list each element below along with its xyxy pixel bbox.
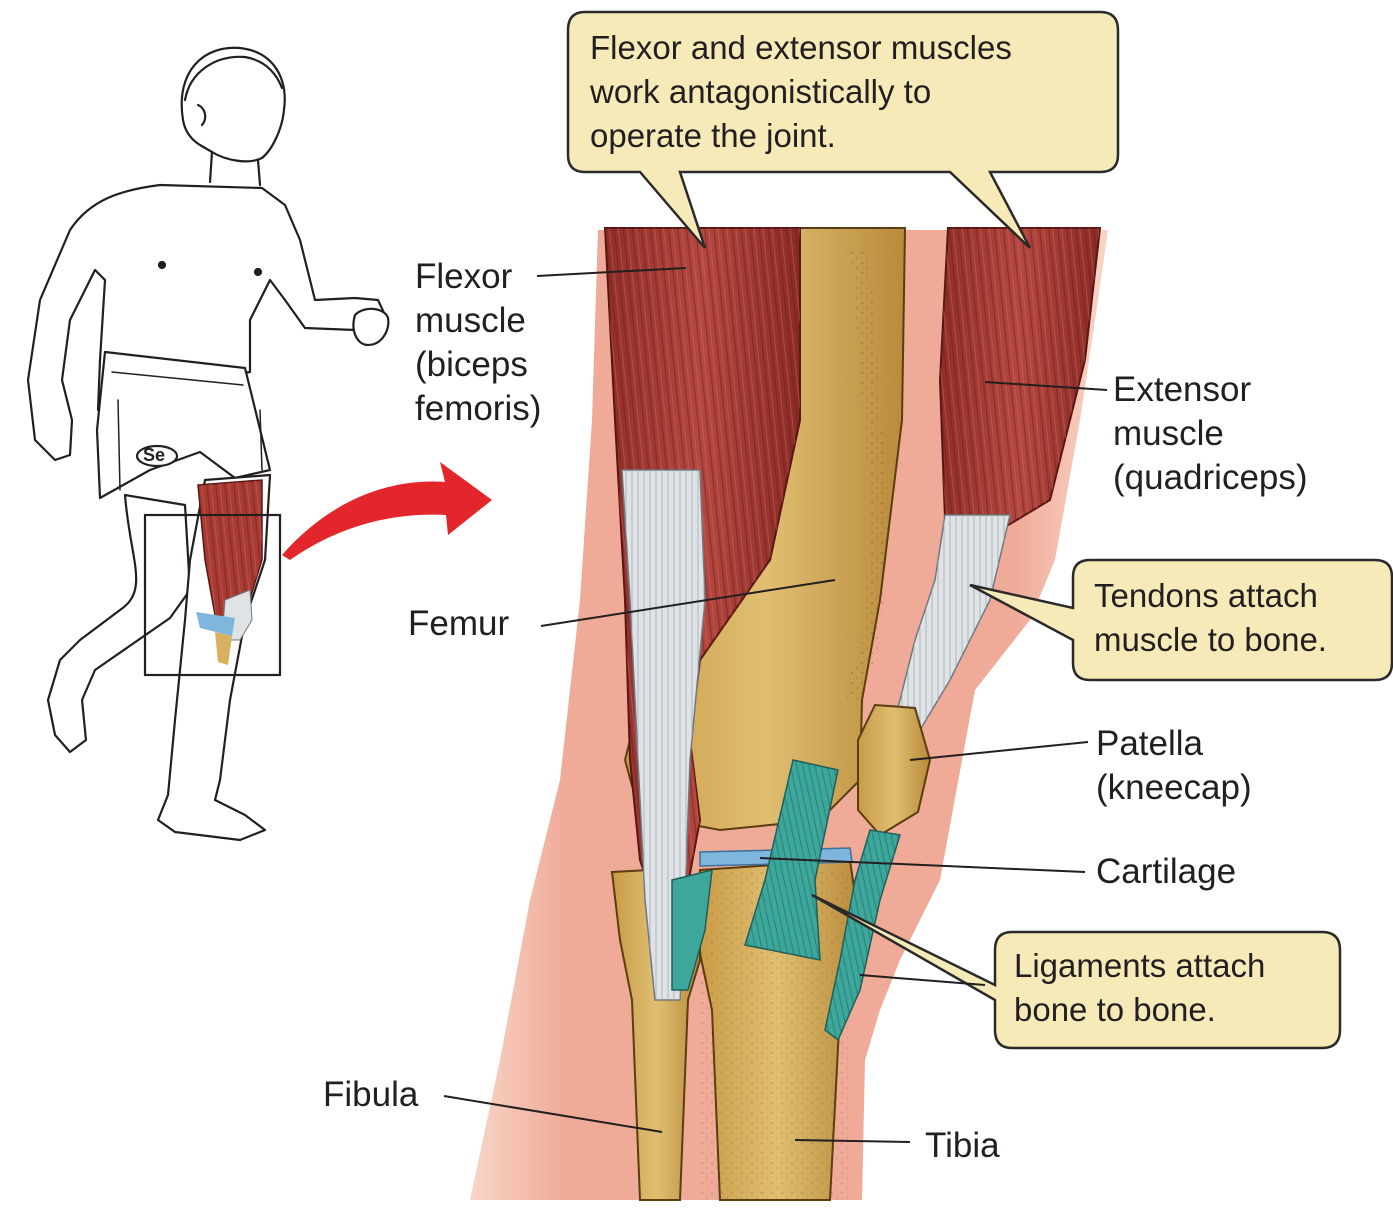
label-extensor-line-3: (quadriceps) xyxy=(1113,456,1308,500)
callout-top-line-1: Flexor and extensor muscles xyxy=(590,26,1012,70)
callout-ligaments-line-1: Ligaments attach xyxy=(1014,944,1265,988)
label-flexor-line-2: muscle xyxy=(415,299,526,343)
label-extensor-line-1: Extensor xyxy=(1113,368,1251,412)
label-femur: Femur xyxy=(408,602,509,646)
shorts-logo-text: Se xyxy=(143,441,165,469)
label-extensor-line-2: muscle xyxy=(1113,412,1224,456)
label-flexor-line-1: Flexor xyxy=(415,255,512,299)
label-patella-line-1: Patella xyxy=(1096,722,1203,766)
label-fibula: Fibula xyxy=(323,1073,418,1117)
label-tibia: Tibia xyxy=(925,1124,1000,1168)
callout-tendons-line-2: muscle to bone. xyxy=(1094,618,1327,662)
label-cartilage: Cartilage xyxy=(1096,850,1236,894)
running-figure xyxy=(28,48,388,840)
red-arrow xyxy=(282,462,492,560)
callout-top-line-3: operate the joint. xyxy=(590,114,836,158)
callout-ligaments-line-2: bone to bone. xyxy=(1014,988,1216,1032)
label-flexor-line-4: femoris) xyxy=(415,387,541,431)
label-patella-line-2: (kneecap) xyxy=(1096,766,1252,810)
label-flexor-line-3: (biceps xyxy=(415,343,528,387)
callout-tendons-line-1: Tendons attach xyxy=(1094,574,1318,618)
callout-top-line-2: work antagonistically to xyxy=(590,70,931,114)
